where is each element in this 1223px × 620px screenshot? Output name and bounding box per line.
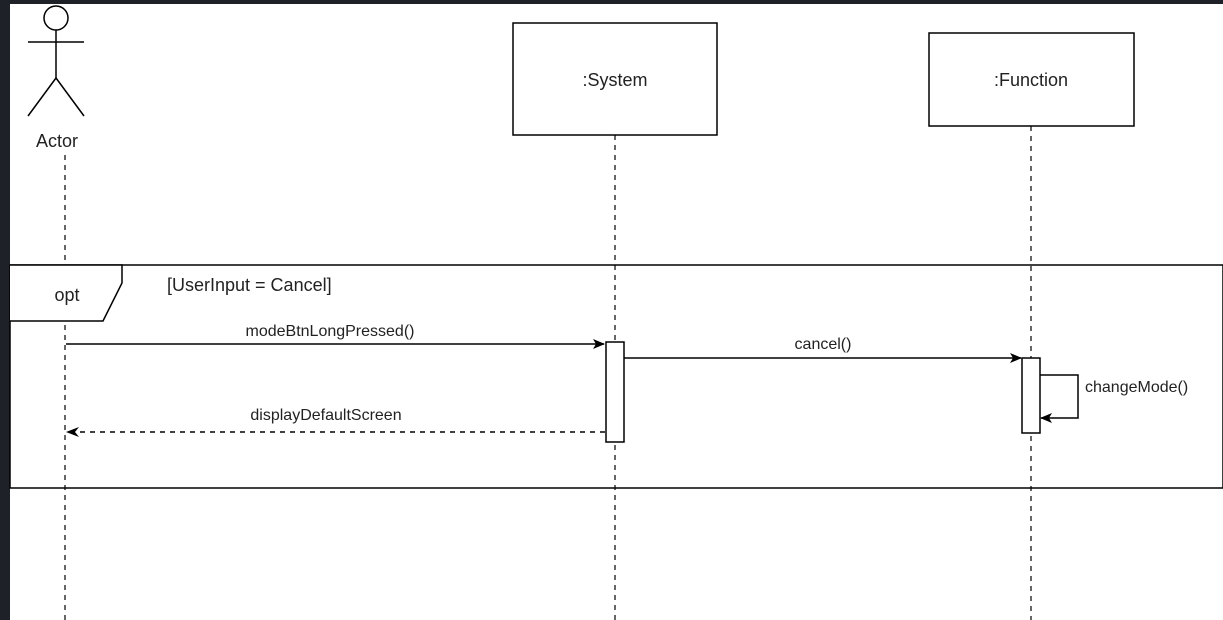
system-lifeline-head[interactable] [512, 22, 718, 136]
actor-left-leg [27, 77, 57, 117]
system-activation [605, 341, 625, 443]
opt-fragment-tab [10, 264, 123, 322]
actor-label: Actor [36, 131, 78, 151]
actor-right-leg [55, 77, 85, 117]
window-frame-left [0, 0, 10, 620]
function-label: :Function [994, 70, 1068, 90]
system-label: :System [582, 70, 647, 90]
function-lifeline-head[interactable] [928, 32, 1135, 127]
message-arrow-changemode[interactable] [1040, 374, 1079, 423]
return-arrowhead [66, 427, 79, 437]
message-label-changemode: changeMode() [1085, 379, 1188, 396]
message-label-display-default: displayDefaultScreen [250, 407, 401, 424]
opt-fragment[interactable] [9, 264, 1223, 489]
message-label-modebtn: modeBtnLongPressed() [246, 323, 415, 340]
opt-guard-label: [UserInput = Cancel] [167, 275, 332, 295]
window-frame-top [0, 0, 1223, 4]
function-activation [1021, 357, 1041, 434]
message-label-cancel: cancel() [795, 336, 852, 353]
actor-figure[interactable] [27, 5, 85, 117]
opt-operator-label: opt [54, 285, 79, 305]
actor-head [43, 5, 69, 31]
